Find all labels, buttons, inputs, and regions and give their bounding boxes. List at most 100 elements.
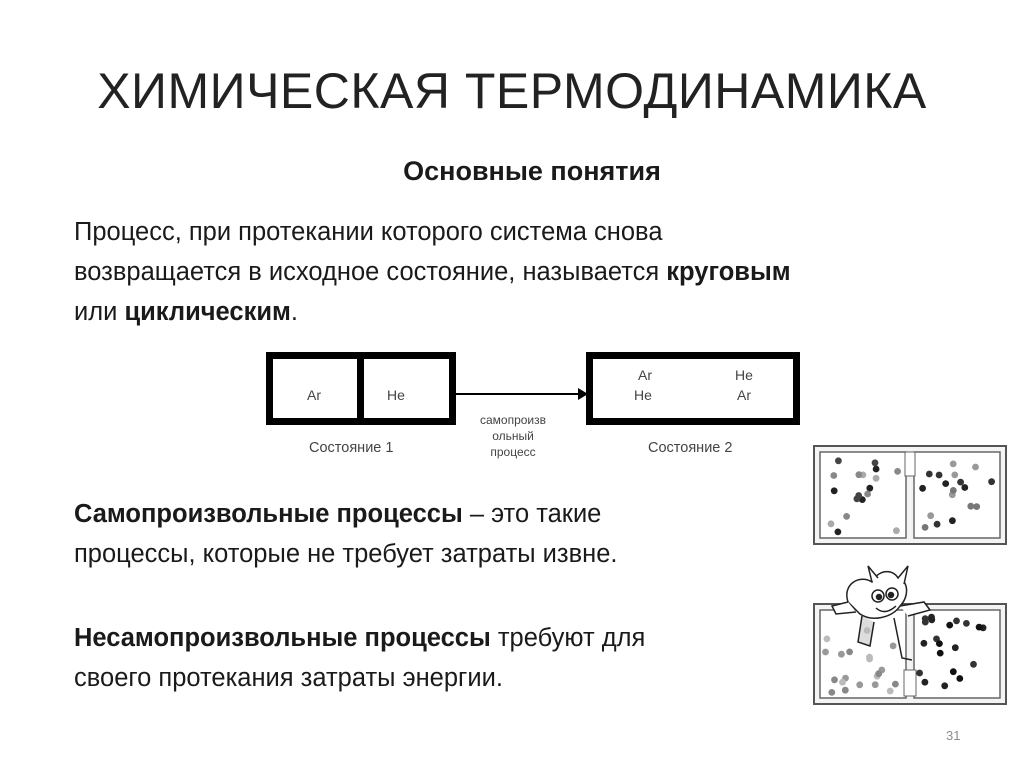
molecule-dot [949, 460, 957, 468]
molecule-dot [935, 471, 943, 479]
state1-partition [357, 359, 364, 418]
term-spontaneous: Самопроизвольные процессы [74, 500, 463, 528]
molecule-dot [841, 686, 849, 694]
molecule-dot [853, 495, 861, 503]
molecule-dot [928, 613, 935, 621]
molecule-dot [953, 617, 960, 625]
molecule-dot [988, 478, 995, 486]
molecule-dot [834, 528, 842, 536]
state2-right-bottom: Ar [737, 387, 751, 403]
para2-line1: Самопроизвольные процессы – это такие [74, 494, 774, 534]
molecule-dot [835, 457, 842, 465]
molecule-dot [970, 660, 977, 668]
molecule-dot [920, 639, 928, 647]
paragraph-circular-process: Процесс, при протекании которого система… [74, 212, 974, 332]
para3-line1: Несамопроизвольные процессы требуют для [74, 618, 794, 658]
molecule-dot [951, 471, 959, 479]
molecule-dot [919, 484, 926, 492]
arrow-label-line1: самопроизв [479, 413, 547, 427]
molecule-dot [967, 502, 975, 510]
molecule-dot [921, 524, 929, 531]
molecule-dot [864, 490, 871, 498]
molecule-dot [925, 470, 933, 478]
molecule-dot [956, 675, 964, 682]
state2-left-top: Ar [638, 367, 652, 383]
molecule-dot [946, 621, 954, 629]
arrow-right-icon [578, 388, 588, 400]
molecule-dot [921, 618, 929, 626]
molecule-dot [957, 478, 964, 486]
arrow-label-line3: процесс [490, 445, 536, 459]
para1-line3-pre: или [74, 298, 125, 326]
para1-line2: возвращается в исходное состояние, назыв… [74, 252, 974, 292]
state1-container: Ar He [266, 352, 456, 425]
para3-line2: своего протекания затраты энергии. [74, 664, 503, 692]
molecule-dot [936, 649, 944, 657]
paragraph-nonspontaneous: Несамопроизвольные процессы требуют для … [74, 618, 794, 698]
molecule-dot [916, 669, 923, 677]
state1-gas-right: He [387, 387, 405, 403]
molecule-dot [972, 463, 979, 471]
molecule-dot [889, 642, 897, 650]
term-circular: круговым [666, 258, 791, 286]
state1-gas-left: Ar [307, 387, 321, 403]
molecule-dot [942, 480, 950, 487]
state1-label: Состояние 1 [309, 440, 394, 456]
state2-label: Состояние 2 [648, 440, 733, 456]
molecule-dot [828, 689, 836, 696]
molecule-dot [949, 668, 957, 676]
molecule-dot [827, 520, 835, 528]
term-nonspontaneous: Несамопроизвольные процессы [74, 624, 491, 652]
molecule-dot [951, 644, 959, 652]
arrow-label: самопроизв ольный процесс [468, 412, 558, 460]
molecule-dot [839, 678, 846, 686]
molecule-dot [843, 513, 850, 520]
arrow-label-line2: ольный [492, 429, 534, 443]
molecule-dot [856, 681, 864, 689]
maxwell-demon-illustration [813, 565, 1007, 705]
para1-line3-post: . [290, 298, 298, 326]
molecule-dot [872, 465, 880, 473]
molecule-dot [830, 487, 838, 495]
molecule-dot [872, 474, 880, 482]
term-cyclic: циклическим [124, 298, 291, 326]
molecule-dot [973, 503, 981, 510]
para1-line2-text: возвращается в исходное состояние, назыв… [74, 258, 667, 286]
mixed-gas-box-illustration [813, 445, 1007, 545]
molecule-dot [855, 471, 863, 479]
molecule-dot [941, 682, 949, 690]
molecule-dot [949, 517, 956, 525]
molecule-dot [933, 520, 941, 528]
molecule-dot [863, 627, 871, 634]
molecule-dot [866, 655, 873, 663]
demon-figure [830, 565, 932, 661]
molecule-dot [927, 512, 935, 520]
para2-line1-rest: – это такие [462, 500, 602, 528]
molecule-dot [823, 635, 831, 643]
molecule-dot [830, 472, 838, 479]
slide-title: ХИМИЧЕСКАЯ ТЕРМОДИНАМИКА [97, 63, 927, 119]
para1-line1: Процесс, при протекании которого система… [74, 218, 663, 246]
molecule-dot [886, 687, 894, 695]
page-number: 31 [946, 728, 961, 743]
state2-container: Ar He He Ar [586, 352, 800, 425]
slide-subtitle: Основные понятия [403, 156, 661, 186]
molecule-dot [894, 468, 901, 475]
molecule-dot [871, 681, 879, 689]
molecule-dot [822, 648, 829, 656]
para1-line3: или циклическим. [74, 292, 974, 332]
paragraph-spontaneous: Самопроизвольные процессы – это такие пр… [74, 494, 774, 574]
molecule-dot [949, 487, 957, 494]
molecule-dot [963, 620, 970, 627]
process-arrow-line [456, 393, 580, 395]
molecule-dot [893, 527, 900, 535]
molecule-dot [831, 676, 838, 684]
para2-line2: процессы, которые не требует затраты изв… [74, 540, 618, 568]
molecule-dot [866, 484, 874, 492]
state2-right-top: He [735, 367, 753, 383]
molecule-dot [936, 640, 943, 647]
state2-left-bottom: He [634, 387, 652, 403]
molecule-dot [921, 678, 929, 686]
molecule-dot [975, 623, 983, 631]
molecule-dot [875, 670, 883, 678]
